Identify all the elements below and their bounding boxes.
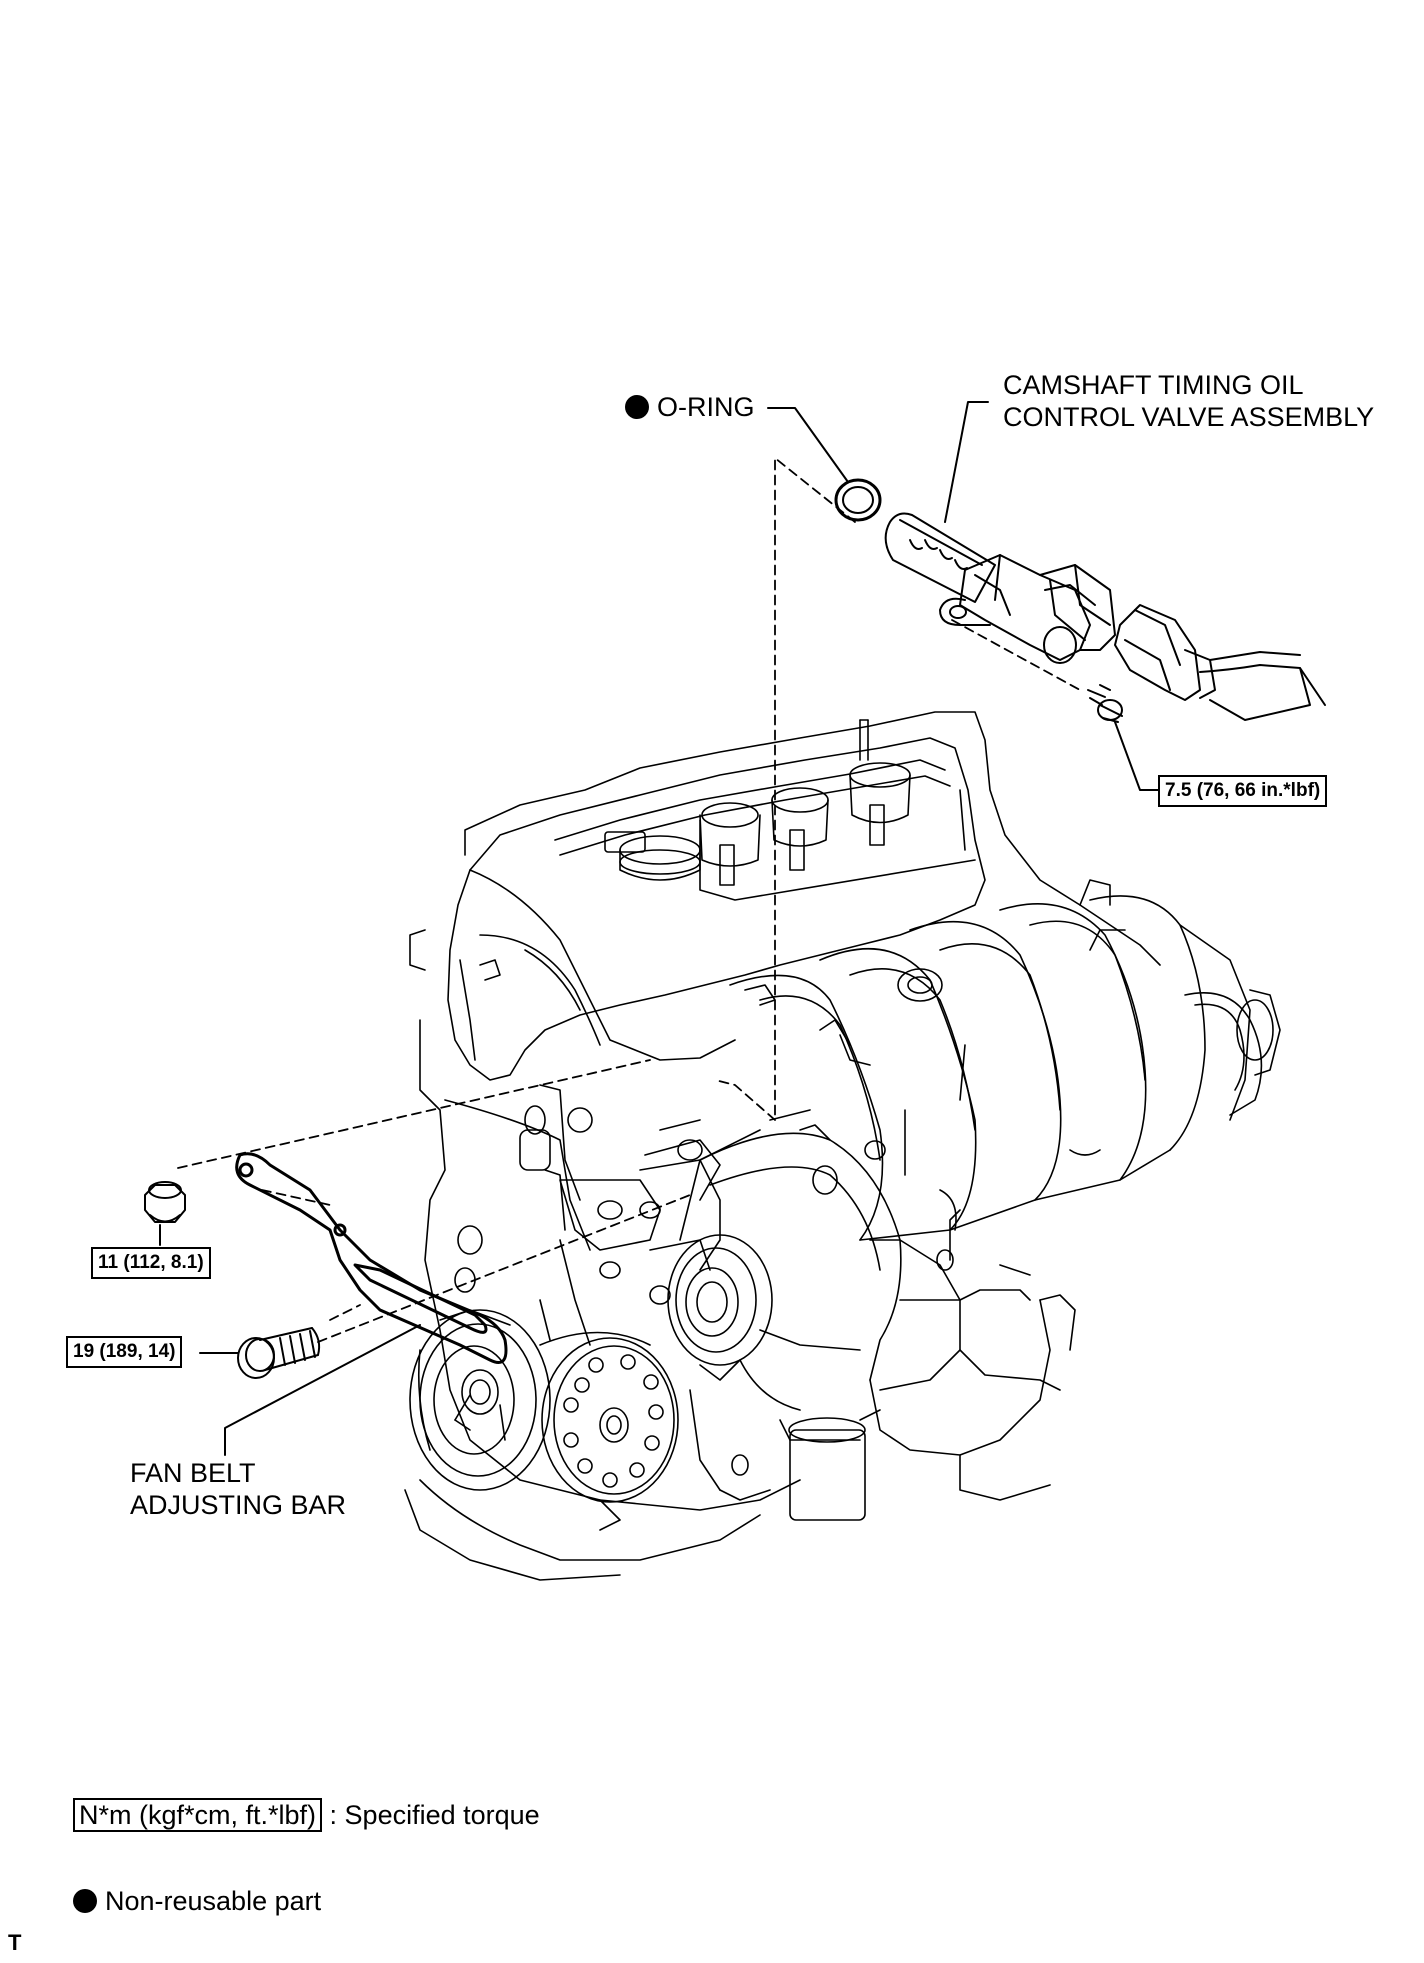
torque-valve-bolt: 7.5 (76, 66 in.*lbf)	[1158, 775, 1328, 807]
legend-nonreusable-text: Non-reusable part	[105, 1886, 322, 1916]
legend-torque-box: N*m (kgf*cm, ft.*lbf)	[73, 1798, 323, 1832]
fan-belt-leader	[224, 1324, 421, 1456]
torque-bar-bolt: 19 (189, 14)	[66, 1336, 183, 1368]
engine-block	[404, 1019, 1076, 1581]
o-ring-label: O-RING	[625, 391, 755, 423]
o-ring-part	[834, 478, 882, 522]
assembly-guide-lines	[177, 457, 1081, 1343]
legend-torque-text: : Specified torque	[329, 1800, 540, 1830]
legend-torque: N*m (kgf*cm, ft.*lbf) : Specified torque	[73, 1798, 540, 1832]
non-reusable-dot-icon	[73, 1889, 97, 1913]
crankshaft-pulley	[409, 1309, 551, 1491]
fan-belt-adjusting-bar	[235, 1152, 508, 1364]
camshaft-timing-oil-control-valve	[884, 512, 1326, 721]
valve-bolt	[1087, 684, 1123, 723]
water-pump-pulley	[539, 1331, 679, 1503]
engine-assembly	[404, 711, 1281, 1581]
adjusting-bar-bolt	[237, 1327, 321, 1379]
camshaft-valve-leader	[944, 401, 989, 523]
intake-manifold	[729, 895, 1251, 1241]
corner-code: T	[8, 1930, 22, 1955]
legend-nonreusable: Non-reusable part	[73, 1884, 321, 1918]
o-ring-leader	[767, 407, 849, 483]
adjusting-bar-nut	[144, 1181, 186, 1223]
fan-belt-label: FAN BELT ADJUSTING BAR	[130, 1458, 347, 1520]
leader-lines	[159, 401, 1159, 1456]
valve-bolt-leader	[1114, 721, 1159, 791]
torque-bar-nut: 11 (112, 8.1)	[91, 1247, 211, 1279]
ignition-coils	[604, 719, 911, 886]
non-reusable-dot-icon	[625, 395, 649, 419]
camshaft-valve-label: CAMSHAFT TIMING OIL CONTROL VALVE ASSEMB…	[1003, 370, 1375, 432]
idler-pulley	[667, 1234, 773, 1381]
